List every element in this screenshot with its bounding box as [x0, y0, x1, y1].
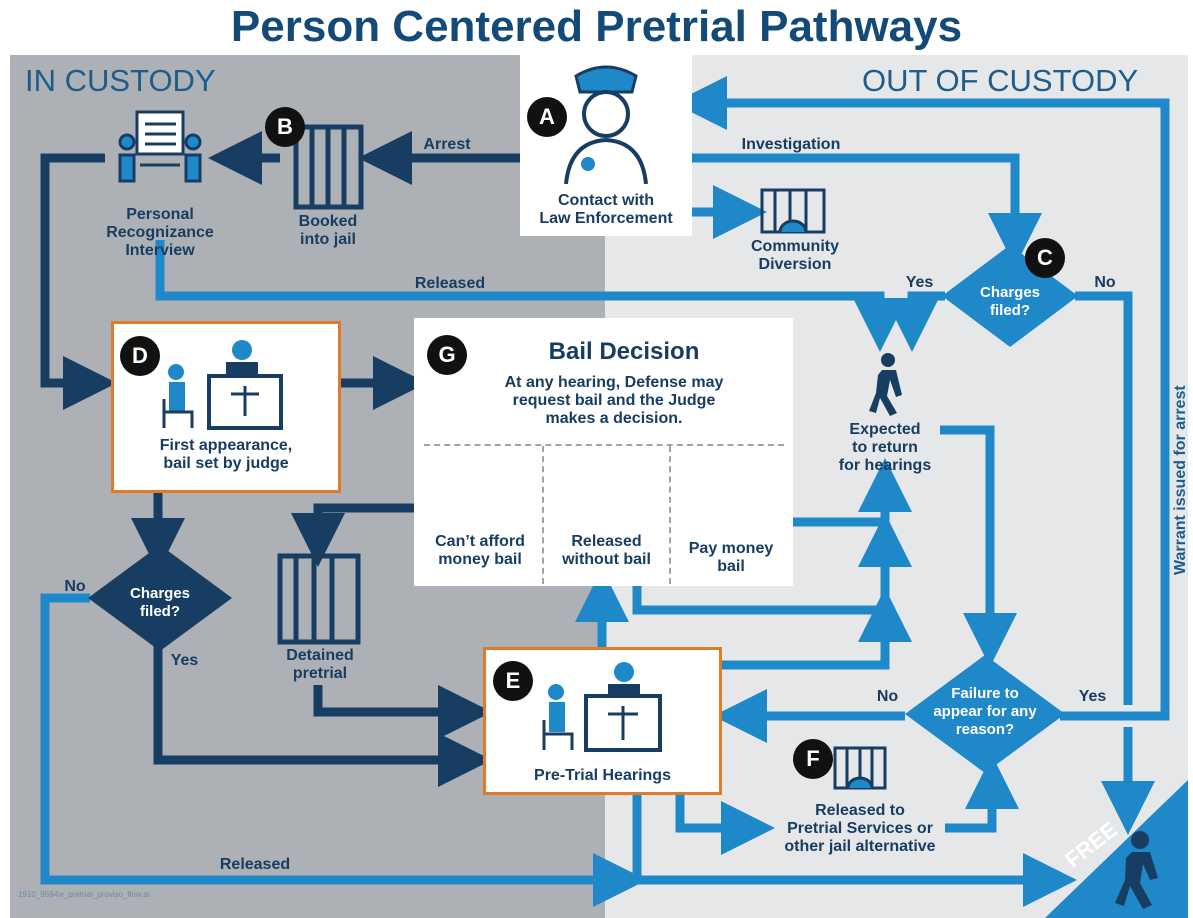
law-enforcement-label: Contact with Law Enforcement: [539, 192, 673, 227]
badge-e: E: [493, 661, 533, 701]
released-without-bail-label: Released without bail: [562, 533, 651, 568]
released-top-label: Released: [414, 275, 486, 292]
no-d-label: No: [64, 578, 86, 595]
badge-f: F: [793, 739, 833, 779]
edge-investigation: [690, 153, 1042, 267]
edge-charges-c-yes: [885, 291, 945, 352]
pay-money-bail-label: Pay money bail: [688, 540, 774, 575]
community-diversion-label: Community Diversion: [751, 238, 839, 273]
detained-jail-icon: [277, 553, 361, 645]
edge-warrant: [673, 76, 1170, 721]
cant-afford-label: Can’t afford money bail: [435, 533, 525, 568]
light-edges: [40, 76, 1170, 907]
edge-detained-to-hearings: [313, 685, 492, 739]
edge-interview-to-first: [40, 153, 117, 410]
badge-g: G: [427, 335, 467, 375]
edge-released-without-bail: [632, 513, 912, 615]
booked-label: Booked into jail: [298, 213, 358, 248]
no-fta-label: No: [876, 688, 899, 705]
first-appearance-label: First appearance, bail set by judge: [159, 437, 293, 472]
no-c-label: No: [1094, 274, 1116, 291]
pretrial-services-building-icon: [833, 746, 887, 790]
police-officer-icon: [564, 65, 648, 184]
in-custody-label: IN CUSTODY: [25, 63, 216, 98]
arrest-label: Arrest: [423, 136, 471, 153]
fta-diamond: [905, 655, 1065, 773]
bail-divider-left: [542, 446, 544, 584]
out-of-custody-label: OUT OF CUSTODY: [862, 63, 1139, 98]
edge-hearings-to-free: [632, 795, 1077, 907]
edge-expected-to-fta: [940, 425, 1017, 667]
charges-filed-d-diamond: [88, 545, 232, 651]
law-enforcement-box: Contact with Law Enforcement: [520, 54, 692, 236]
expected-return-label: Expected to return for hearings: [838, 421, 932, 474]
yes-d-label: Yes: [170, 652, 199, 669]
released-pretrial-services-label: Released to Pretrial Services or other j…: [784, 802, 936, 855]
edge-charges-c-no: [1075, 291, 1128, 808]
free-person-icon: [1115, 831, 1158, 909]
pretrial-hearings-label: Pre-Trial Hearings: [534, 767, 671, 784]
pr-interview-label: Personal Recognizance Interview: [106, 206, 214, 259]
badge-d: D: [120, 336, 160, 376]
investigation-label: Investigation: [741, 136, 841, 153]
judge-scales-icon: [162, 340, 283, 430]
warrant-label: Warrant issued for arrest: [1172, 385, 1189, 575]
yes-c-label: Yes: [905, 274, 934, 291]
charges-filed-d-label: Charges filed?: [129, 585, 191, 620]
fta-label: Failure to appear for any reason?: [933, 685, 1037, 738]
edge-charges-yes-to-hearings: [153, 645, 492, 787]
edge-released-top: [155, 240, 907, 352]
jail-bars-icon: [293, 124, 364, 210]
bail-decision-title: Bail Decision: [548, 338, 700, 365]
released-bottom-label: Released: [219, 856, 291, 873]
edge-hearings-to-services: [675, 795, 775, 855]
badge-a: A: [527, 97, 567, 137]
charges-filed-c-label: Charges filed?: [979, 284, 1041, 319]
building-icon: [760, 188, 826, 234]
footer-code: 1910_9594w_pretrial_proviso_flow.ai: [18, 890, 150, 899]
interview-icon: [118, 110, 202, 183]
edge-services-to-fta: [945, 755, 1019, 833]
edge-charges-d-no: [40, 593, 647, 907]
detained-pretrial-label: Detained pretrial: [286, 647, 354, 682]
bail-decision-box: Bail Decision At any hearing, Defense ma…: [414, 318, 793, 586]
edge-hearings-to-expected: [722, 588, 912, 670]
badge-b: B: [265, 107, 305, 147]
bail-divider: [424, 444, 784, 446]
edge-cantafford-to-detained: [291, 503, 440, 567]
hearing-scales-icon: [542, 662, 662, 752]
walking-person-icon: [869, 353, 902, 416]
badge-c: C: [1025, 238, 1065, 278]
bail-decision-text: At any hearing, Defense may request bail…: [504, 374, 724, 427]
page-title: Person Centered Pretrial Pathways: [230, 2, 963, 51]
yes-fta-label: Yes: [1078, 688, 1107, 705]
bail-divider-right: [669, 446, 671, 584]
dark-edges: [40, 131, 520, 787]
